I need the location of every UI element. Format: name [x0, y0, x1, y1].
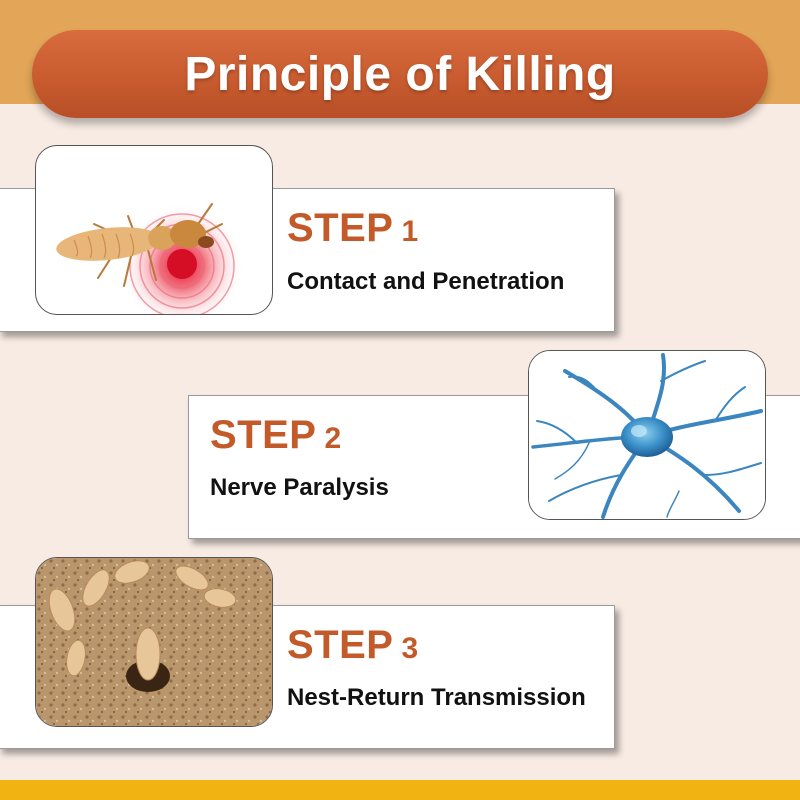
step-3-description: Nest-Return Transmission — [287, 684, 586, 711]
step-1-description: Contact and Penetration — [287, 268, 565, 295]
page-title: Principle of Killing — [184, 47, 616, 101]
step-3-label: STEP — [287, 623, 394, 667]
termite-contact-icon — [35, 145, 273, 315]
step-3-number: 3 — [401, 632, 419, 665]
step-2-number: 2 — [324, 422, 342, 455]
termite-nest-icon — [35, 557, 273, 727]
title-banner: Principle of Killing — [32, 30, 768, 118]
neuron-icon — [528, 350, 766, 520]
step-1-label: STEP — [287, 206, 394, 250]
step-1-number: 1 — [401, 215, 419, 248]
step-2-label: STEP — [210, 413, 317, 457]
footer-band — [0, 780, 800, 800]
step-2-description: Nerve Paralysis — [210, 474, 389, 501]
